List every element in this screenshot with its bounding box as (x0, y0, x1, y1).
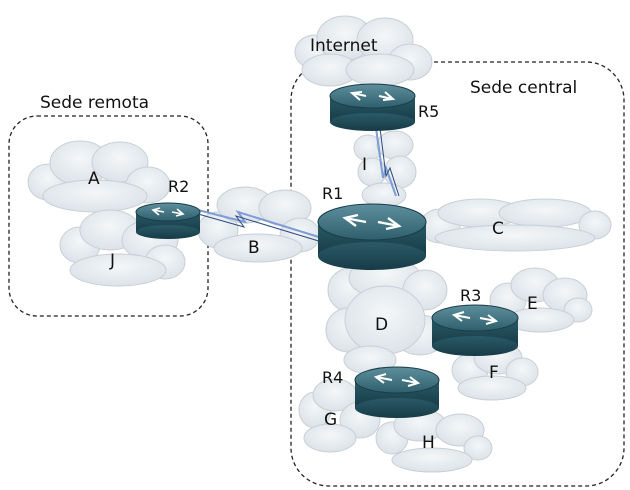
router-R3 (431, 304, 519, 356)
cloud-label-F: F (489, 363, 499, 383)
cloud-I (353, 130, 417, 208)
router-R5 (329, 83, 416, 131)
cloud-label-E: E (527, 294, 538, 314)
cloud-C (419, 198, 612, 252)
link-R1-R5 (375, 127, 397, 197)
cloud-A (27, 140, 171, 213)
router-label-R1: R1 (322, 184, 343, 203)
cloud-B (197, 186, 321, 263)
cloud-label-D: D (375, 315, 388, 335)
link-R2-B (197, 213, 323, 243)
router-label-R2: R2 (168, 177, 189, 196)
router-R4 (354, 366, 440, 418)
cloud-label-C: C (492, 219, 504, 239)
router-R2 (135, 202, 201, 239)
central-site-box (290, 61, 625, 487)
cloud-internet (294, 15, 433, 87)
cloud-label-B: B (248, 238, 260, 258)
router-label-R4: R4 (322, 368, 343, 387)
cloud-label-G: G (324, 410, 337, 430)
router-R1 (317, 203, 427, 270)
cloud-label-I: I (362, 155, 367, 175)
central-site-label: Sede central (470, 78, 577, 98)
router-label-R3: R3 (460, 286, 481, 305)
remote-site-label: Sede remota (40, 93, 149, 113)
link-R1-R5-dark (379, 127, 400, 197)
link-R1-R2-serial (197, 209, 323, 239)
remote-site-box (8, 115, 209, 317)
cloud-label-internet: Internet (310, 36, 378, 56)
cloud-label-H: H (422, 433, 435, 453)
router-label-R5: R5 (418, 102, 439, 121)
cloud-label-J: J (109, 251, 115, 271)
cloud-label-A: A (88, 169, 100, 189)
cloud-H (375, 408, 493, 473)
